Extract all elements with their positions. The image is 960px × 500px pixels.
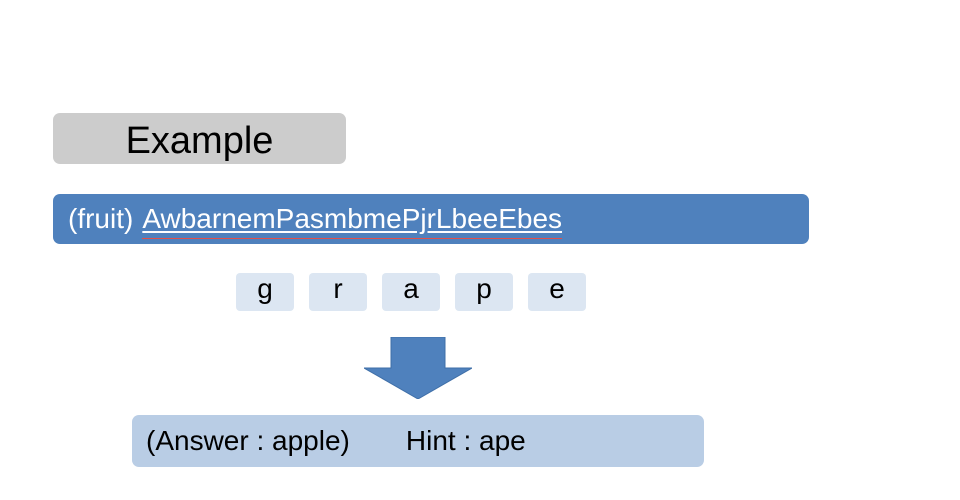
letter-tile: p	[455, 273, 513, 311]
letter-tiles: g r a p e	[236, 273, 586, 311]
letter-tile-text: r	[333, 273, 343, 304]
hint-text: Hint : ape	[405, 425, 526, 456]
letter-tile: e	[528, 273, 586, 311]
letter-tile-text: p	[476, 273, 492, 304]
letter-tile-text: g	[257, 273, 273, 304]
answer-text: (Answer : apple)	[146, 425, 350, 456]
title-box: Example	[53, 113, 346, 164]
down-arrow-shape	[364, 337, 472, 399]
letter-tile: g	[236, 273, 294, 311]
letter-tile-text: a	[403, 273, 419, 304]
puzzle-category: (fruit)	[68, 203, 134, 234]
scrambled-word-link[interactable]: AwbarnemPasmbmePjrLbeeEbes	[142, 203, 563, 239]
letter-tile-text: e	[549, 273, 565, 304]
letter-tile: r	[309, 273, 367, 311]
puzzle-bar: (fruit) AwbarnemPasmbmePjrLbeeEbes	[53, 194, 809, 244]
letter-tile: a	[382, 273, 440, 311]
down-arrow-icon	[364, 337, 472, 399]
answer-box: (Answer : apple) Hint : ape	[132, 415, 704, 467]
slide-title: Example	[125, 119, 274, 162]
